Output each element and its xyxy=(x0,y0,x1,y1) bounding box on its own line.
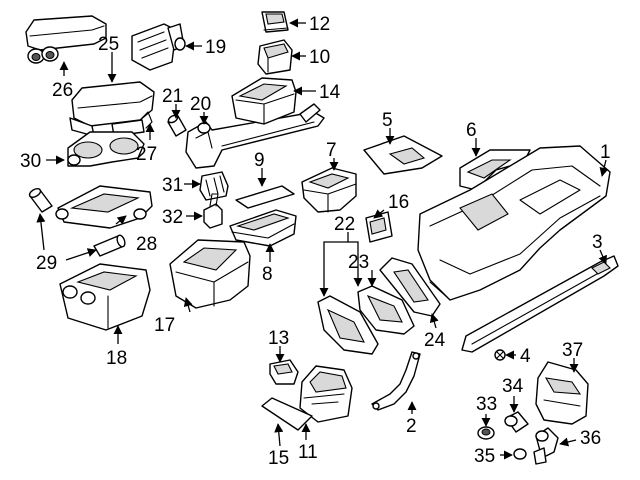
callout-24: 24 xyxy=(424,330,446,351)
callout-25: 25 xyxy=(98,34,119,55)
callout-12: 12 xyxy=(309,14,330,35)
part-11-switch-assembly xyxy=(299,365,353,423)
callout-36: 36 xyxy=(580,428,601,449)
part-5-trim-panel xyxy=(363,135,443,175)
callout-20: 20 xyxy=(190,94,211,115)
callout-27: 27 xyxy=(136,144,157,165)
callout-23: 23 xyxy=(348,252,369,273)
part-29-pins xyxy=(28,188,126,257)
part-14-bin xyxy=(231,77,297,125)
callout-16: 16 xyxy=(388,192,409,213)
callout-11: 11 xyxy=(298,442,318,463)
leader-24 xyxy=(429,313,439,329)
part-1-center-console xyxy=(417,145,611,301)
callout-37: 37 xyxy=(562,340,583,361)
leader-lines xyxy=(36,18,609,460)
leader-17 xyxy=(183,297,193,313)
part-12-clip xyxy=(261,11,289,33)
part-10-switch-housing xyxy=(257,39,293,75)
leader-28 xyxy=(115,215,127,225)
part-19-bracket xyxy=(131,23,186,71)
leader-22b xyxy=(348,241,363,287)
part-25-armrest-pad xyxy=(69,81,155,137)
callout-33: 33 xyxy=(476,394,497,415)
callout-21: 21 xyxy=(162,86,183,107)
callout-7: 7 xyxy=(326,140,337,161)
callout-13: 13 xyxy=(268,328,289,349)
part-32-clip xyxy=(203,193,223,229)
part-15-plate xyxy=(261,397,313,431)
part-20-bracket-rail xyxy=(185,103,325,169)
leader-29a xyxy=(36,213,46,251)
part-24-side-trim xyxy=(379,257,441,317)
callout-30: 30 xyxy=(20,151,41,172)
part-34-socket xyxy=(504,411,529,433)
part-9-mat xyxy=(235,185,295,209)
leader-29b xyxy=(65,248,97,261)
callout-19: 19 xyxy=(205,37,226,58)
part-37-switch-housing xyxy=(535,361,589,425)
leader-22a xyxy=(319,232,349,297)
callout-3: 3 xyxy=(592,232,603,253)
leader-16 xyxy=(373,209,385,219)
callout-6: 6 xyxy=(466,120,477,141)
callout-4: 4 xyxy=(520,346,531,367)
callout-18: 18 xyxy=(106,348,127,369)
part-22-trim-bezel xyxy=(317,295,379,355)
part-33-plug xyxy=(477,426,495,440)
callout-31: 31 xyxy=(162,175,183,196)
callout-29: 29 xyxy=(36,253,57,274)
part-16-switch-panel xyxy=(365,211,393,243)
callout-10: 10 xyxy=(309,47,330,68)
leader-3 xyxy=(598,249,607,265)
part-17-storage-box xyxy=(169,239,251,309)
part-8-tray xyxy=(229,209,297,247)
callout-14: 14 xyxy=(319,82,341,103)
part-18-lower-bin xyxy=(59,263,151,331)
part-13-small-cover xyxy=(269,359,299,385)
part-7-insert xyxy=(301,167,357,213)
callout-22: 22 xyxy=(334,214,355,235)
callout-35: 35 xyxy=(474,446,495,467)
callout-8: 8 xyxy=(262,264,273,285)
part-30-cup-holder xyxy=(67,131,145,167)
callout-labels: 12 10 19 14 26 25 21 20 27 30 5 6 7 1 9 … xyxy=(20,14,611,469)
part-31-switch-block xyxy=(199,171,229,201)
leader-36 xyxy=(559,437,577,447)
callout-5: 5 xyxy=(382,110,393,131)
callout-32: 32 xyxy=(162,207,183,228)
callout-15: 15 xyxy=(268,448,289,469)
leader-15 xyxy=(274,423,284,447)
part-35-cap xyxy=(513,448,527,460)
callout-17: 17 xyxy=(154,315,175,336)
callout-34: 34 xyxy=(502,376,524,397)
callout-2: 2 xyxy=(406,416,417,437)
callout-28: 28 xyxy=(136,234,157,255)
part-28-armrest-base xyxy=(55,185,153,229)
callout-26: 26 xyxy=(52,80,73,101)
callout-9: 9 xyxy=(254,150,265,171)
part-4-button xyxy=(494,349,506,361)
part-23-trim-plate xyxy=(357,285,415,335)
part-26-armrest-lid xyxy=(25,15,107,64)
part-2-bracket xyxy=(371,351,421,411)
leader-1 xyxy=(599,159,609,177)
callout-1: 1 xyxy=(600,142,611,163)
part-36-connector xyxy=(533,427,559,465)
